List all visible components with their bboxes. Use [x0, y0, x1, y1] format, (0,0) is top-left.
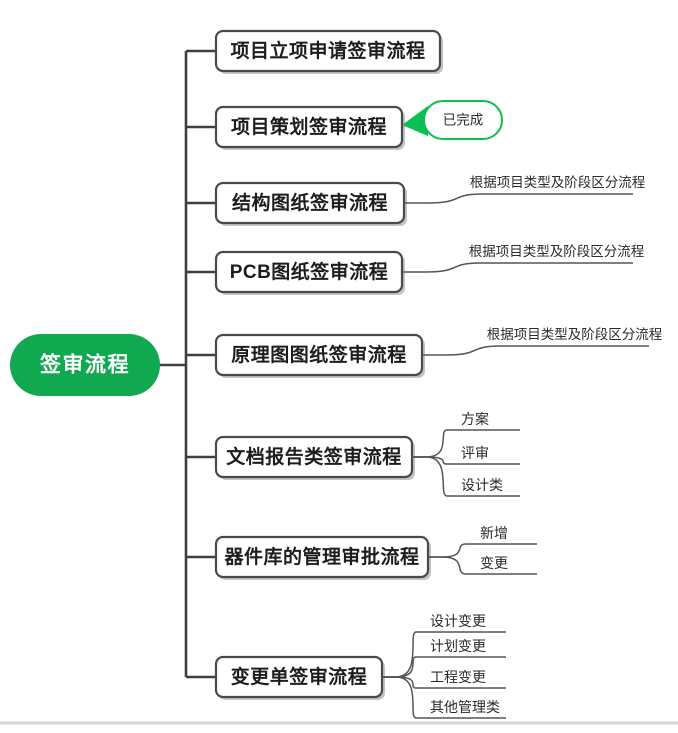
badge-connector — [402, 106, 428, 136]
sub-item-connector — [382, 676, 417, 719]
sub-item-label: 计划变更 — [430, 638, 486, 654]
branch-node-label: 变更单签审流程 — [231, 665, 368, 688]
branch-node-5[interactable]: 原理图图纸签审流程 — [214, 333, 425, 378]
sub-item-label: 评审 — [461, 445, 489, 461]
sub-item-connector — [412, 456, 448, 465]
sub-item[interactable]: 其他管理类 — [382, 676, 506, 719]
branch-node-shape[interactable] — [214, 29, 442, 73]
sub-item-connector — [428, 556, 467, 575]
sub-item-connector — [428, 543, 467, 558]
branch-layer: 项目立项申请签审流程项目策划签审流程已完成结构图纸签审流程根据项目类型及阶段区分… — [214, 29, 663, 719]
branch-node-2[interactable]: 项目策划签审流程 — [214, 105, 405, 150]
branch-annotation-4: 根据项目类型及阶段区分流程 — [402, 244, 645, 273]
branch-node-4[interactable]: PCB图纸签审流程 — [214, 250, 405, 295]
sub-item-connector — [412, 429, 448, 458]
branch-node-label: 器件库的管理审批流程 — [223, 545, 419, 568]
root-node[interactable]: 签审流程 — [10, 334, 160, 396]
branch-badge-2[interactable]: 已完成 — [402, 100, 503, 140]
branch-node-7[interactable]: 器件库的管理审批流程 — [214, 535, 431, 580]
sub-item[interactable]: 变更 — [428, 555, 537, 575]
sub-item[interactable]: 评审 — [412, 445, 520, 465]
annotation-connector — [422, 345, 649, 356]
branch-node-label: 文档报告类签审流程 — [226, 445, 402, 468]
sub-item-label: 变更 — [480, 555, 508, 571]
sub-item-connector — [382, 631, 417, 678]
branch-node-label: 项目立项申请签审流程 — [230, 39, 425, 62]
branch-node-6[interactable]: 文档报告类签审流程 — [214, 435, 415, 480]
branch-node-1[interactable]: 项目立项申请签审流程 — [214, 29, 443, 74]
sub-item-label: 其他管理类 — [430, 699, 500, 715]
root-node-label: 签审流程 — [39, 353, 130, 377]
annotation-label: 根据项目类型及阶段区分流程 — [470, 175, 646, 190]
annotation-label: 根据项目类型及阶段区分流程 — [469, 244, 645, 259]
root-node-shape[interactable] — [10, 334, 160, 396]
sub-item[interactable]: 方案 — [412, 411, 520, 458]
annotation-label: 根据项目类型及阶段区分流程 — [487, 327, 663, 342]
sub-item[interactable]: 设计类 — [412, 456, 520, 497]
sub-item-label: 工程变更 — [430, 669, 486, 685]
branch-node-8[interactable]: 变更单签审流程 — [214, 655, 385, 700]
sub-item-connector — [412, 456, 448, 497]
branch-node-label: 结构图纸签审流程 — [232, 191, 388, 214]
sub-item-label: 设计变更 — [430, 613, 486, 629]
branch-node-3[interactable]: 结构图纸签审流程 — [214, 181, 407, 226]
branch-annotation-5: 根据项目类型及阶段区分流程 — [422, 327, 663, 356]
sub-item-label: 新增 — [480, 525, 508, 541]
branch-node-label: 项目策划签审流程 — [231, 115, 387, 138]
branch-annotation-3: 根据项目类型及阶段区分流程 — [404, 175, 646, 204]
connector-layer — [158, 49, 216, 679]
annotation-connector — [402, 262, 633, 273]
sub-item[interactable]: 工程变更 — [382, 669, 506, 689]
sub-item[interactable]: 新增 — [428, 525, 537, 558]
sub-item-label: 方案 — [461, 411, 489, 427]
branch-node-label: PCB图纸签审流程 — [230, 260, 389, 283]
sub-item-label: 设计类 — [461, 477, 503, 493]
branch-node-shape[interactable] — [214, 105, 404, 149]
branch-node-label: 原理图图纸签审流程 — [231, 343, 407, 366]
annotation-connector — [404, 193, 633, 204]
badge-shape[interactable] — [423, 100, 503, 140]
badge-label: 已完成 — [443, 113, 484, 128]
